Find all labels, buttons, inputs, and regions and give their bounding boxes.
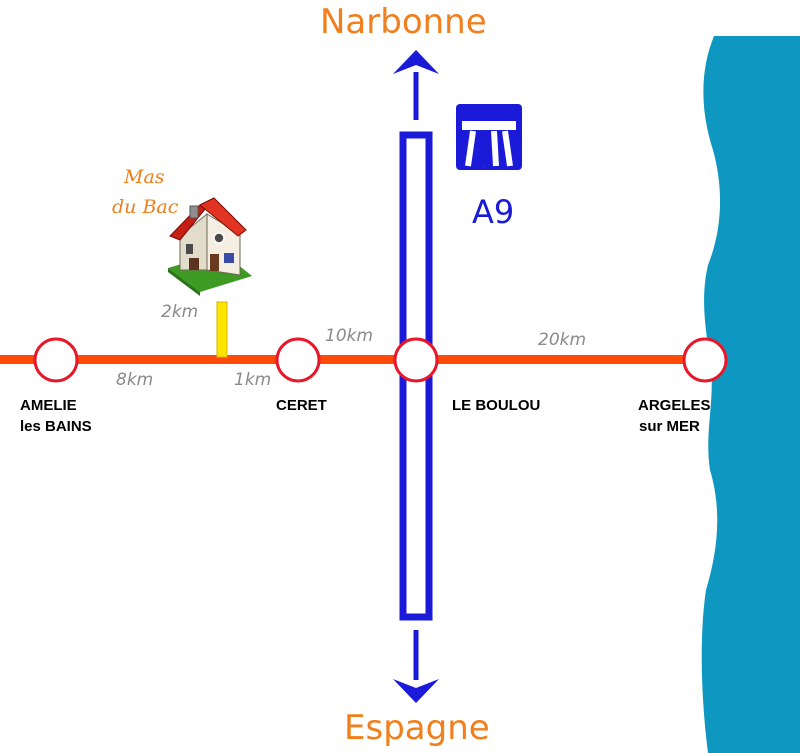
town-label-amelie-line1: AMELIE — [20, 397, 77, 414]
destination-espagne: Espagne — [344, 708, 490, 748]
distance-ceret-boulou: 10km — [325, 326, 374, 346]
distance-amelie-turnoff: 8km — [116, 370, 154, 390]
motorway-sign-icon — [456, 104, 522, 170]
distance-boulou-argeles: 20km — [538, 330, 587, 350]
sea — [701, 36, 800, 753]
arrow-south-icon — [393, 630, 439, 703]
house-spur-road — [216, 301, 228, 358]
town-label-argeles-line2: sur MER — [639, 418, 700, 435]
town-label-le-boulou: LE BOULOU — [452, 397, 541, 414]
arrow-north-icon — [393, 50, 439, 120]
town-marker-amelie — [33, 337, 79, 383]
distance-house-spur: 2km — [161, 302, 199, 322]
town-marker-le-boulou — [393, 337, 439, 383]
town-label-ceret: CERET — [276, 397, 327, 414]
distance-turnoff-ceret: 1km — [234, 370, 272, 390]
house-name-line2: du Bac — [112, 196, 179, 218]
town-marker-ceret — [275, 337, 321, 383]
town-label-amelie-line2: les BAINS — [20, 418, 92, 435]
road-d115-d618 — [0, 355, 720, 364]
house-icon — [168, 197, 252, 296]
town-label-argeles-line1: ARGELES — [638, 397, 711, 414]
destination-narbonne: Narbonne — [320, 2, 487, 42]
house-name-line1: Mas — [124, 166, 165, 188]
town-marker-argeles — [682, 337, 728, 383]
motorway-name: A9 — [472, 193, 515, 231]
